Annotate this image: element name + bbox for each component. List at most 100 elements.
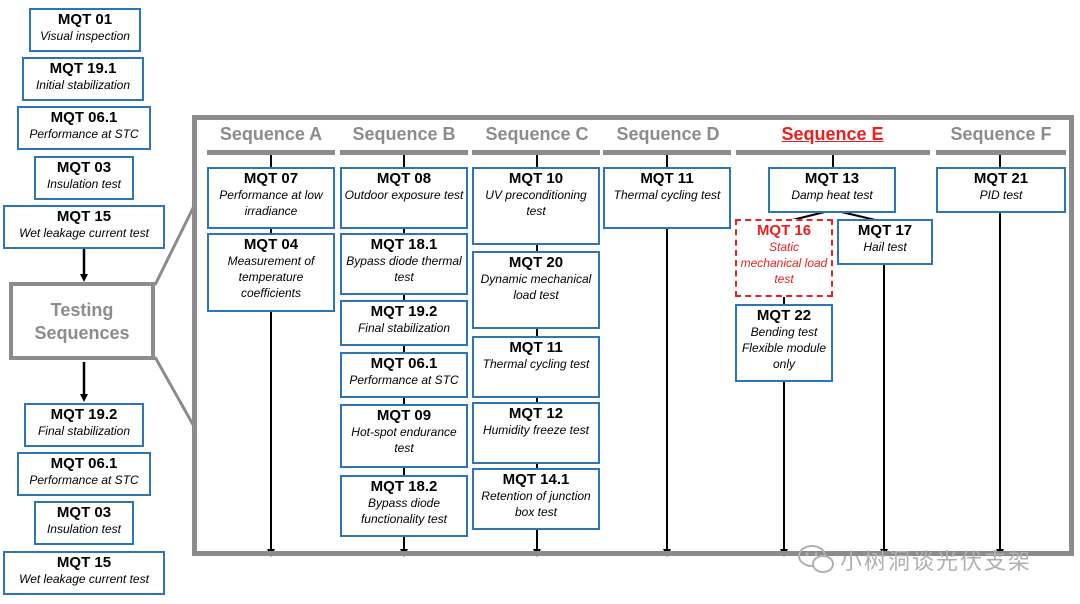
sequence-a-step: MQT 04 Measurement of temperature coeffi…	[207, 233, 335, 312]
step-code: MQT 19.2	[50, 406, 118, 423]
sequence-e-step-highlighted: MQT 16 Static mechanical load test	[735, 219, 833, 297]
step-desc: Measurement of temperature coefficients	[227, 254, 315, 300]
sequence-e-bar	[736, 150, 930, 155]
step-desc: Performance at STC	[349, 373, 459, 387]
sequence-e-step: MQT 22 Bending test Flexible module only	[735, 304, 833, 382]
step-desc: Insulation test	[46, 177, 122, 191]
sequence-f-bar	[936, 150, 1066, 155]
step-desc: Wet leakage current test	[19, 572, 149, 586]
sequence-e-step: MQT 13 Damp heat test	[768, 167, 896, 213]
step-desc: Bypass diode thermal test	[346, 254, 462, 284]
step-desc: Static mechanical load test	[740, 240, 828, 286]
step-desc: Hail test	[863, 240, 907, 254]
step-desc: Visual inspection	[40, 29, 130, 43]
sequence-a-bar	[207, 150, 335, 155]
step-desc: Performance at STC	[29, 473, 139, 487]
wechat-icon	[798, 545, 834, 573]
step-code: MQT 16	[756, 222, 812, 239]
watermark: 小树洞谈光伏支架	[792, 540, 1062, 576]
step-code: MQT 19.2	[370, 303, 438, 320]
step-code: MQT 18.2	[370, 478, 438, 495]
sequence-c-bar	[472, 150, 600, 155]
left-step-box: MQT 06.1 Performance at STC	[17, 452, 151, 496]
left-step-box: MQT 15 Wet leakage current test	[3, 205, 165, 249]
sequence-f-title: Sequence F	[950, 124, 1052, 144]
step-desc: Humidity freeze test	[482, 423, 590, 437]
step-desc: Dynamic mechanical load test	[480, 272, 592, 302]
sequence-d-bar	[603, 150, 731, 155]
testing-sequences-line1: Testing	[50, 300, 114, 320]
step-desc: Retention of junction box test	[481, 489, 591, 519]
step-desc: UV preconditioning test	[485, 188, 587, 218]
step-desc: Damp heat test	[791, 188, 873, 202]
sequence-d-title: Sequence D	[616, 124, 720, 144]
step-code: MQT 04	[243, 236, 299, 253]
sequence-c-step: MQT 12 Humidity freeze test	[472, 402, 600, 464]
step-code: MQT 22	[756, 307, 812, 324]
step-code: MQT 03	[56, 504, 112, 521]
sequence-e-step: MQT 17 Hail test	[837, 219, 933, 265]
step-desc: Wet leakage current test	[19, 226, 149, 240]
left-step-box: MQT 01 Visual inspection	[29, 8, 141, 52]
left-step-box: MQT 19.2 Final stabilization	[24, 403, 144, 447]
sequence-b-title: Sequence B	[352, 124, 456, 144]
sequence-d-step: MQT 11 Thermal cycling test	[603, 167, 731, 229]
step-code: MQT 11	[509, 339, 563, 356]
step-desc: Initial stabilization	[35, 78, 131, 92]
step-code: MQT 20	[508, 254, 564, 271]
left-step-box: MQT 19.1 Initial stabilization	[22, 57, 144, 101]
step-code: MQT 13	[804, 170, 860, 187]
step-desc: Performance at low irradiance	[219, 188, 323, 218]
sequence-b-step: MQT 19.2 Final stabilization	[340, 300, 468, 346]
step-desc: Thermal cycling test	[482, 357, 590, 371]
step-code: MQT 15	[56, 554, 112, 571]
sequence-c-step: MQT 11 Thermal cycling test	[472, 336, 600, 398]
sequence-a-title: Sequence A	[219, 124, 323, 144]
sequence-b-step: MQT 09 Hot-spot endurance test	[340, 404, 468, 468]
sequence-a-step: MQT 07 Performance at low irradiance	[207, 167, 335, 229]
sequence-c-title: Sequence C	[485, 124, 589, 144]
step-code: MQT 03	[56, 159, 112, 176]
step-desc: Bypass diode functionality test	[360, 496, 448, 526]
step-code: MQT 09	[376, 407, 432, 424]
step-code: MQT 08	[376, 170, 432, 187]
sequence-b-step: MQT 08 Outdoor exposure test	[340, 167, 468, 229]
step-desc: Thermal cycling test	[613, 188, 721, 202]
step-desc: Bending test Flexible module only	[741, 325, 827, 371]
sequence-e-title: Sequence E	[781, 124, 884, 144]
step-code: MQT 15	[56, 208, 112, 225]
step-code: MQT 17	[857, 222, 913, 239]
step-desc: Insulation test	[46, 522, 122, 536]
watermark-text: 小树洞谈光伏支架	[840, 549, 1033, 574]
sequence-b-step: MQT 18.1 Bypass diode thermal test	[340, 233, 468, 295]
step-desc: Outdoor exposure test	[344, 188, 464, 202]
step-code: MQT 21	[973, 170, 1029, 187]
sequence-c-step: MQT 10 UV preconditioning test	[472, 167, 600, 245]
step-desc: Final stabilization	[357, 321, 451, 335]
step-code: MQT 14.1	[502, 471, 570, 488]
step-code: MQT 10	[508, 170, 564, 187]
sequence-c-step: MQT 14.1 Retention of junction box test	[472, 468, 600, 530]
step-code: MQT 18.1	[370, 236, 438, 253]
step-code: MQT 12	[508, 405, 564, 422]
step-code: MQT 06.1	[50, 109, 118, 126]
step-code: MQT 07	[243, 170, 299, 187]
step-desc: PID test	[979, 188, 1023, 202]
left-step-box: MQT 15 Wet leakage current test	[3, 551, 165, 595]
sequence-b-step: MQT 06.1 Performance at STC	[340, 352, 468, 398]
sequence-b-bar	[340, 150, 468, 155]
left-step-box: MQT 06.1 Performance at STC	[17, 106, 151, 150]
sequence-c-step: MQT 20 Dynamic mechanical load test	[472, 251, 600, 329]
step-code: MQT 06.1	[50, 455, 118, 472]
testing-sequences-box: Testing Sequences	[9, 282, 155, 360]
step-code: MQT 11	[640, 170, 694, 187]
step-code: MQT 01	[57, 11, 113, 28]
left-step-box: MQT 03 Insulation test	[34, 156, 134, 200]
testing-sequences-line2: Sequences	[34, 323, 130, 343]
step-desc: Hot-spot endurance test	[351, 425, 457, 455]
step-code: MQT 06.1	[370, 355, 438, 372]
sequences-frame	[192, 115, 1074, 556]
left-step-box: MQT 03 Insulation test	[34, 501, 134, 545]
step-desc: Final stabilization	[37, 424, 131, 438]
sequence-f-step: MQT 21 PID test	[936, 167, 1066, 213]
